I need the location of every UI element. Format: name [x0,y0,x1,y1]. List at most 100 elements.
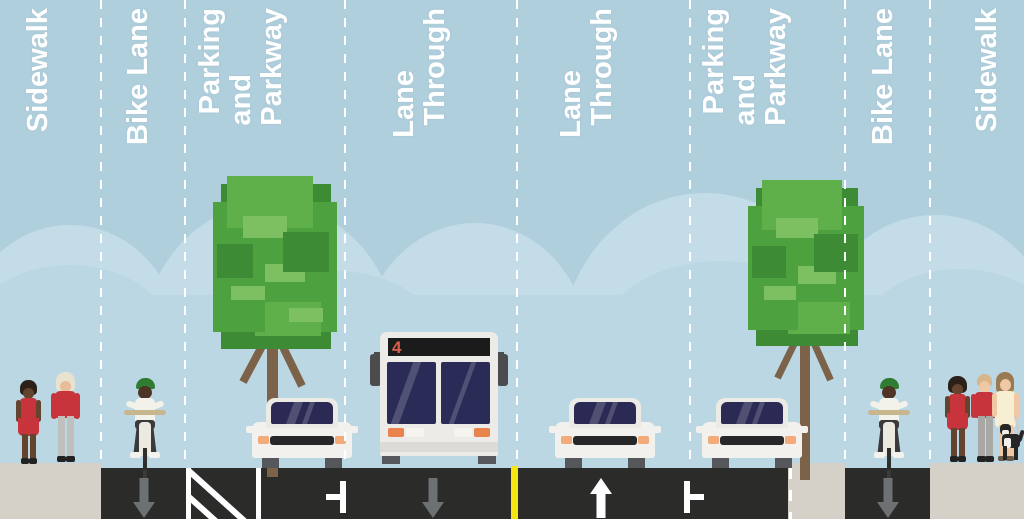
tree-foliage [289,308,323,322]
bus-destination-sign [388,338,490,356]
center-line-yellow [511,466,518,519]
tree-foliage [752,246,786,278]
car-headlight [638,436,649,444]
tree-foliage [243,216,287,238]
person-skirt [18,418,39,436]
tree-foliage [756,300,798,330]
bus-windshield-left [387,362,436,424]
person-leg [978,416,985,458]
person-arm [1014,393,1019,419]
pedestrian-right-2 [968,374,1000,466]
person-shoe [977,456,986,462]
pedestrian-left-2 [48,372,82,466]
cyclist-shoe [893,452,904,458]
car-parked-right [696,396,808,468]
person-arm [971,394,976,418]
person-leg [951,428,957,458]
person-leg [30,434,36,460]
person-shoe [958,456,966,462]
person-head [60,381,71,392]
bike-lane-arrow-down-right [875,478,901,519]
car-parked-left [246,396,358,468]
person-head [1000,379,1011,391]
dog-muzzle [1002,430,1009,435]
bus-mirror [370,354,381,386]
dog-leg [1014,446,1018,460]
person-head [23,388,34,399]
cyclist-right [868,378,910,470]
pedestrian-right-1 [941,376,973,466]
tree-foliage [231,286,265,302]
car-mirror [350,426,358,433]
cyclist-shoe [130,452,141,458]
bicycle-frame [883,422,895,456]
person-arm [16,400,21,422]
dog-leg [1003,446,1007,460]
dog-chest [1004,438,1011,448]
person-shoe [950,456,958,462]
car-headlight [561,436,572,444]
cyclist-helmet [880,378,899,389]
person-torso [20,398,37,420]
hatch-stripe [186,468,260,519]
dog-tail [1017,429,1024,443]
cyclist-shoe [149,452,160,458]
person-leg [22,434,28,460]
car-grille [573,436,637,445]
dog-right [1000,424,1024,466]
person-arm [51,393,57,419]
car-grille [720,436,784,445]
person-leg [986,416,993,458]
tree-foliage [764,286,796,301]
person-head [979,381,990,393]
car-grille [270,436,334,445]
person-leg [58,416,65,458]
person-shoe [985,456,994,462]
through-lane-arrow-down-left [420,478,446,519]
sidewalk-surface-right [930,463,1024,519]
person-arm [36,400,41,422]
tree-foliage [776,218,818,238]
curb-island-right [788,463,845,519]
bus-headlight [406,428,424,437]
person-head [952,384,963,395]
cloud-layer-lower [0,255,1024,305]
parking-t-marking-left [326,481,348,513]
person-skirt [947,413,968,430]
zone-divider-2 [184,0,186,468]
cyclist-shoe [874,452,885,458]
person-shoe [21,458,29,464]
handlebar [124,410,166,415]
car-headlight [258,436,269,444]
car-headlight [785,436,796,444]
bus-windshield-right [441,362,490,424]
car-headlight [335,436,346,444]
person-arm [945,396,950,418]
car-windshield [574,402,636,424]
zone-divider-1 [100,0,102,468]
cyclist-wheel-base-right [887,462,891,478]
zone-divider-3 [344,0,346,468]
person-shoe [66,456,75,462]
road-surface-main [101,468,845,519]
cyclist-head [882,386,896,399]
cyclist-helmet [136,378,155,389]
bus-turn-signal [388,428,404,437]
car-windshield [271,402,333,424]
person-torso [975,392,994,418]
tree-foliage [283,232,329,272]
bus-headlight [454,428,472,437]
car-headlight [708,436,719,444]
cloud-shape [0,265,170,305]
person-shoe [998,456,1006,461]
lane-divider-dashed-right [789,468,792,519]
buffer-hatch-left [186,468,261,519]
cyclist-head [138,386,152,399]
person-torso [55,391,76,418]
bicycle-frame [139,422,151,456]
person-arm [992,393,997,417]
car-mirror [549,426,557,433]
tree-foliage [814,234,858,272]
sidewalk-surface-left [0,463,101,519]
